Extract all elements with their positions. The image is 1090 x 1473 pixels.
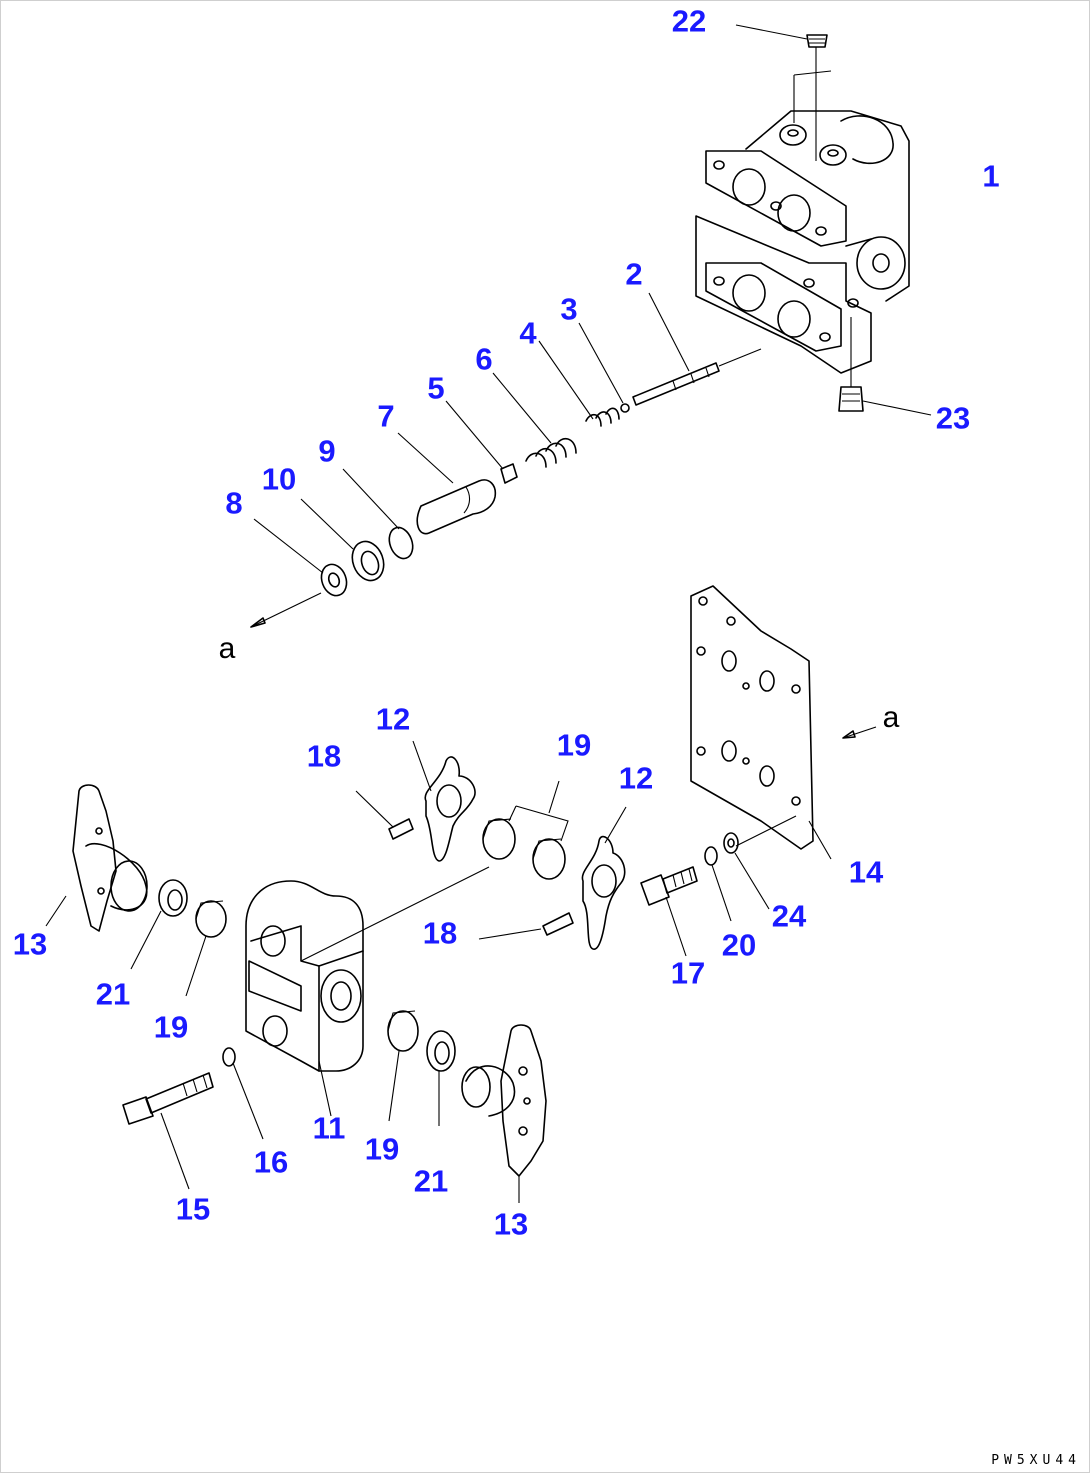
- reference-mark-a-right: a: [882, 701, 900, 734]
- part-label-12-lower: 12: [618, 760, 654, 796]
- valve-body-part-1: [695, 70, 910, 374]
- pin-part-18-lower: [478, 912, 574, 940]
- plug-part-22: [735, 24, 828, 161]
- part-label-23: 23: [935, 400, 971, 436]
- reference-mark-a-left: a: [218, 632, 236, 665]
- part-label-8: 8: [225, 485, 243, 521]
- valve-small-parts: [250, 322, 630, 628]
- part-label-20: 20: [721, 927, 757, 963]
- part-label-5: 5: [427, 370, 445, 406]
- flange-part-12-lower: [581, 806, 627, 950]
- ring-part-21-right: [426, 1030, 456, 1126]
- part-label-13-left: 13: [12, 926, 48, 962]
- part-label-16: 16: [253, 1144, 289, 1180]
- part-label-18-lower: 18: [422, 915, 458, 951]
- part-label-21-right: 21: [413, 1163, 449, 1199]
- part-label-12-upper: 12: [375, 701, 411, 737]
- part-label-2: 2: [625, 256, 643, 292]
- part-label-19-left: 19: [153, 1009, 189, 1045]
- part-label-10: 10: [261, 461, 297, 497]
- part-label-21-left: 21: [95, 976, 131, 1012]
- part-label-1: 1: [982, 158, 1000, 194]
- part-label-19-lower: 19: [364, 1131, 400, 1167]
- roller-part-19-upper: [482, 780, 569, 880]
- part-label-7: 7: [377, 398, 395, 434]
- part-label-17: 17: [670, 955, 706, 991]
- bolt-part-15: [122, 1072, 214, 1190]
- spool-part-2: [632, 292, 762, 406]
- flange-part-13-right: [461, 1024, 547, 1203]
- housing-part-11: [245, 866, 490, 1117]
- pin-part-18-upper: [355, 790, 414, 840]
- part-label-19-upper: 19: [556, 727, 592, 763]
- part-label-13-right: 13: [493, 1206, 529, 1242]
- part-label-11: 11: [312, 1110, 346, 1146]
- part-label-15: 15: [175, 1191, 211, 1227]
- part-label-9: 9: [318, 433, 336, 469]
- part-label-24: 24: [771, 898, 807, 934]
- part-label-14: 14: [848, 854, 884, 890]
- washer-part-16: [222, 1047, 264, 1140]
- bolt-washers-parts-17-20-24: [640, 815, 797, 957]
- ring-part-21-left: [130, 879, 188, 970]
- part-label-22: 22: [671, 3, 707, 39]
- part-label-6: 6: [475, 341, 493, 377]
- flange-part-13-left: [45, 784, 148, 932]
- plug-part-23: [838, 317, 932, 416]
- part-label-3: 3: [560, 291, 578, 327]
- part-label-4: 4: [519, 315, 537, 351]
- flange-part-12-upper: [412, 740, 476, 862]
- cover-plate-part-14: [690, 585, 877, 860]
- roller-part-19-lower: [387, 1010, 419, 1122]
- roller-part-19-left: [185, 900, 227, 997]
- part-label-18-upper: 18: [306, 738, 342, 774]
- drawing-code: PW5XU44: [991, 1453, 1081, 1468]
